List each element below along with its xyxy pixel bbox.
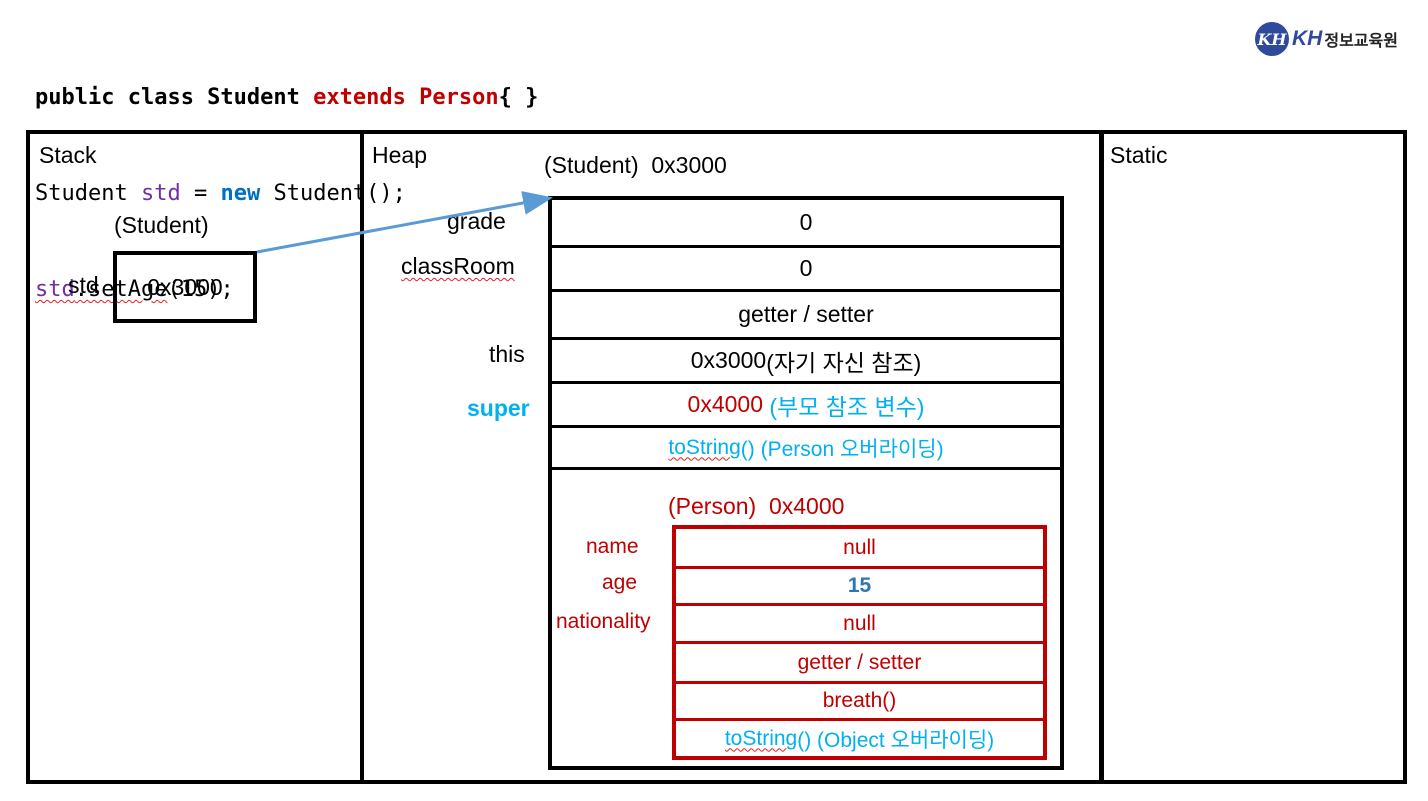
field-label-super: super [467, 395, 530, 421]
field-label-grade: grade [447, 208, 506, 234]
stack-title: Stack [39, 142, 97, 168]
code-snippet: public class Student extends Person{ } S… [35, 18, 538, 338]
student-cell-methods: getter / setter [552, 292, 1060, 340]
code-token-method: .setAge [74, 277, 168, 302]
code-token: { } [498, 85, 539, 110]
this-ref-note: (자기 자신 참조) [766, 349, 922, 376]
static-panel [1099, 130, 1407, 784]
person-tostring-note: () (Object 오버라이딩) [797, 728, 995, 752]
code-token-var: std [35, 277, 75, 302]
student-cell-this: 0x3000(자기 자신 참조) [552, 340, 1060, 384]
student-cell-tostring: toString() (Person 오버라이딩) [552, 428, 1060, 470]
kh-logo-org: 정보교육원 [1324, 31, 1398, 50]
stack-var-name: std [68, 272, 99, 298]
code-token: (15); [167, 277, 234, 302]
static-title: Static [1110, 142, 1168, 168]
person-object-header: (Person) 0x4000 [668, 493, 845, 519]
person-cell-nationality: null [676, 606, 1043, 644]
person-tostring-method: toString [724, 726, 798, 750]
code-token: public class Student [35, 85, 314, 110]
person-cell-methods: getter / setter [676, 644, 1043, 684]
person-object-box: null 15 null getter / setter breath() to… [672, 525, 1047, 760]
stack-var-type: (Student) [114, 212, 209, 238]
student-cell-grade: 0 [552, 200, 1060, 248]
student-object-box: 0 0 getter / setter 0x3000(자기 자신 참조) 0x4… [548, 196, 1064, 770]
code-token: = [180, 181, 221, 206]
this-ref-address: 0x3000 [690, 347, 767, 373]
code-token-var: std [140, 181, 181, 206]
code-line-class-decl: public class Student extends Person{ } [35, 82, 538, 114]
kh-logo-mark: KH [1255, 22, 1289, 56]
person-label-age: age [602, 571, 638, 594]
person-cell-breath: breath() [676, 684, 1043, 721]
student-cell-super: 0x4000 (부모 참조 변수) [552, 384, 1060, 428]
code-token-extends: extends Person [313, 85, 499, 110]
student-object-header: (Student) 0x3000 [544, 152, 727, 178]
kh-logo-brand: KH [1292, 27, 1323, 50]
stack-var-box: 0x3000 [113, 251, 257, 323]
kh-logo: KH KH 정보교육원 [1255, 22, 1398, 56]
code-token-new: new [220, 181, 261, 206]
heap-title: Heap [372, 142, 427, 168]
super-ref-note: (부모 참조 변수) [769, 393, 925, 420]
code-line-instantiate: Student std = new Student(); [35, 178, 538, 210]
student-tostring-note: () (Person 오버라이딩) [740, 437, 944, 461]
field-label-this: this [489, 341, 525, 367]
code-token: Student [35, 181, 141, 206]
person-cell-name: null [676, 529, 1043, 569]
field-label-classroom: classRoom [401, 253, 515, 279]
code-line-setage: std.setAge(15); [35, 274, 538, 306]
super-ref-address: 0x4000 [687, 391, 770, 417]
stack-var-value: 0x3000 [147, 273, 223, 300]
student-cell-classroom: 0 [552, 248, 1060, 292]
person-label-name: name [586, 535, 639, 558]
person-label-nationality: nationality [556, 610, 651, 633]
student-tostring-method: toString [668, 435, 741, 459]
person-cell-tostring: toString() (Object 오버라이딩) [676, 721, 1043, 756]
person-cell-age: 15 [676, 569, 1043, 606]
